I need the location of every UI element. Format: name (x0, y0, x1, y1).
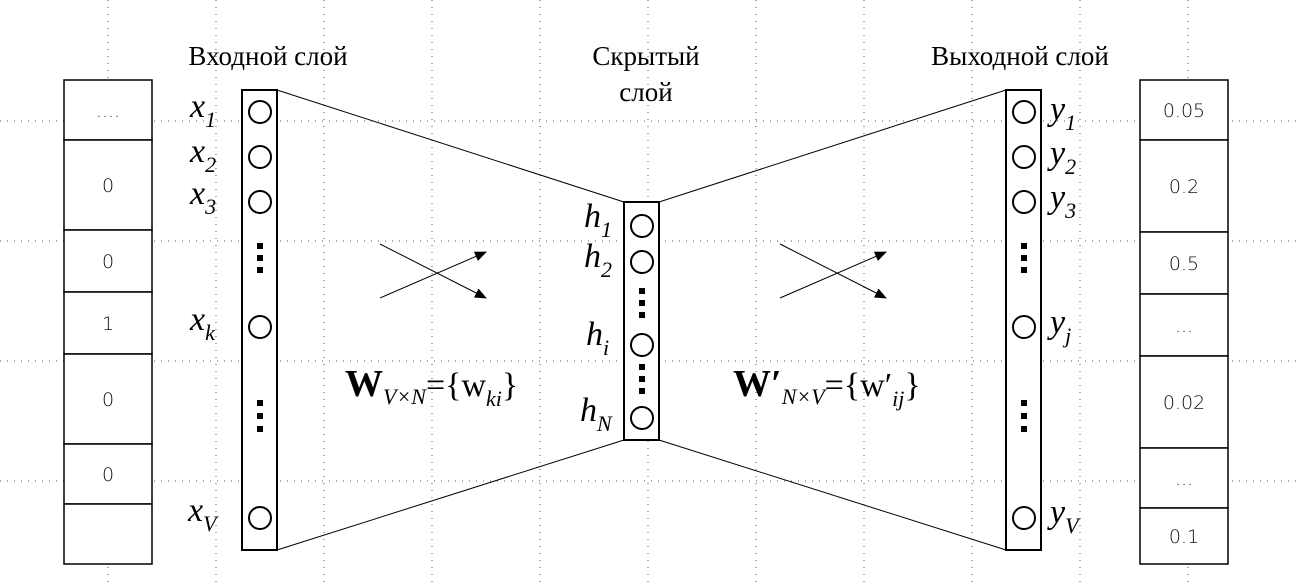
output-vector-cell (1139, 79, 1229, 141)
input-nodes (248, 100, 272, 530)
hidden-layer-box (623, 201, 660, 441)
crossing-arrows-left (379, 243, 487, 299)
input-node (248, 100, 272, 124)
input-vector-cell (63, 503, 153, 565)
input-node-label: x1 (189, 88, 216, 132)
output-node (1012, 145, 1036, 169)
output-vector: 0.05 0.2 0.5 ... 0.02 ... 0.1 (1139, 79, 1229, 565)
hidden-node-label: h2 (584, 238, 612, 282)
input-weights-formula: WV×N={wki} (345, 363, 518, 411)
hidden-ellipsis (639, 288, 645, 394)
hidden-node (630, 333, 654, 357)
hidden-node (630, 250, 654, 274)
output-vector-value: ... (1175, 315, 1193, 337)
input-node-label: x2 (189, 133, 216, 177)
output-vector-value: 0.05 (1163, 100, 1205, 122)
hidden-node (630, 406, 654, 430)
output-node-label: y1 (1047, 91, 1076, 135)
output-node-label: yj (1047, 304, 1071, 348)
output-vector-value: 0.5 (1169, 253, 1199, 275)
input-vector-cell (63, 229, 153, 293)
input-vector-cell (63, 291, 153, 355)
hidden-node (630, 214, 654, 238)
input-node (248, 190, 272, 214)
input-vector-cell (63, 353, 153, 445)
output-node (1012, 100, 1036, 124)
input-node (248, 506, 272, 530)
input-vector-cell (63, 139, 153, 231)
input-node (248, 315, 272, 339)
input-vector-value: 0 (102, 251, 114, 273)
output-vector-cell (1139, 507, 1229, 565)
output-vector-value: 0.02 (1163, 392, 1205, 414)
output-vector-cell (1139, 355, 1229, 449)
input-node (248, 145, 272, 169)
input-vector-value: 0 (102, 464, 114, 486)
output-nodes (1012, 100, 1036, 530)
output-node (1012, 315, 1036, 339)
input-vector-cell (63, 443, 153, 505)
hidden-layer-title-line1: Скрытый (592, 41, 699, 71)
input-vector-value: 1 (102, 313, 114, 335)
input-node-label: xV (187, 492, 219, 536)
input-node-label: x3 (189, 175, 216, 219)
input-vector-cell (63, 79, 153, 141)
hidden-node-label: hi (586, 316, 609, 360)
output-layer-title: Выходной слой (931, 41, 1109, 71)
output-vector-cell (1139, 447, 1229, 509)
output-node-label: y3 (1047, 179, 1076, 223)
hidden-node-label: h1 (584, 198, 612, 242)
input-vector: .... 0 0 1 0 0 (63, 79, 153, 565)
input-node-label: xk (189, 301, 216, 345)
hidden-nodes (630, 214, 654, 430)
output-node-label: yV (1047, 494, 1081, 538)
input-ellipsis (257, 243, 263, 432)
hidden-layer-title-line2: слой (619, 77, 672, 107)
output-vector-value: 0.1 (1169, 526, 1199, 548)
output-vector-value: ... (1175, 468, 1193, 490)
output-vector-cell (1139, 139, 1229, 233)
hidden-node-label: hN (580, 392, 613, 436)
output-node (1012, 506, 1036, 530)
output-weights-formula: W′N×V={w′ij} (733, 363, 921, 411)
layer-connections (276, 89, 1007, 551)
output-ellipsis (1021, 243, 1027, 432)
output-vector-cell (1139, 231, 1229, 295)
crossing-arrows-right (779, 243, 887, 299)
input-vector-value: 0 (102, 175, 114, 197)
input-vector-value: 0 (102, 389, 114, 411)
input-vector-value: .... (96, 100, 120, 122)
output-node-label: y2 (1047, 135, 1076, 179)
input-layer-title: Входной слой (188, 41, 347, 71)
output-vector-value: 0.2 (1169, 176, 1199, 198)
output-node (1012, 190, 1036, 214)
